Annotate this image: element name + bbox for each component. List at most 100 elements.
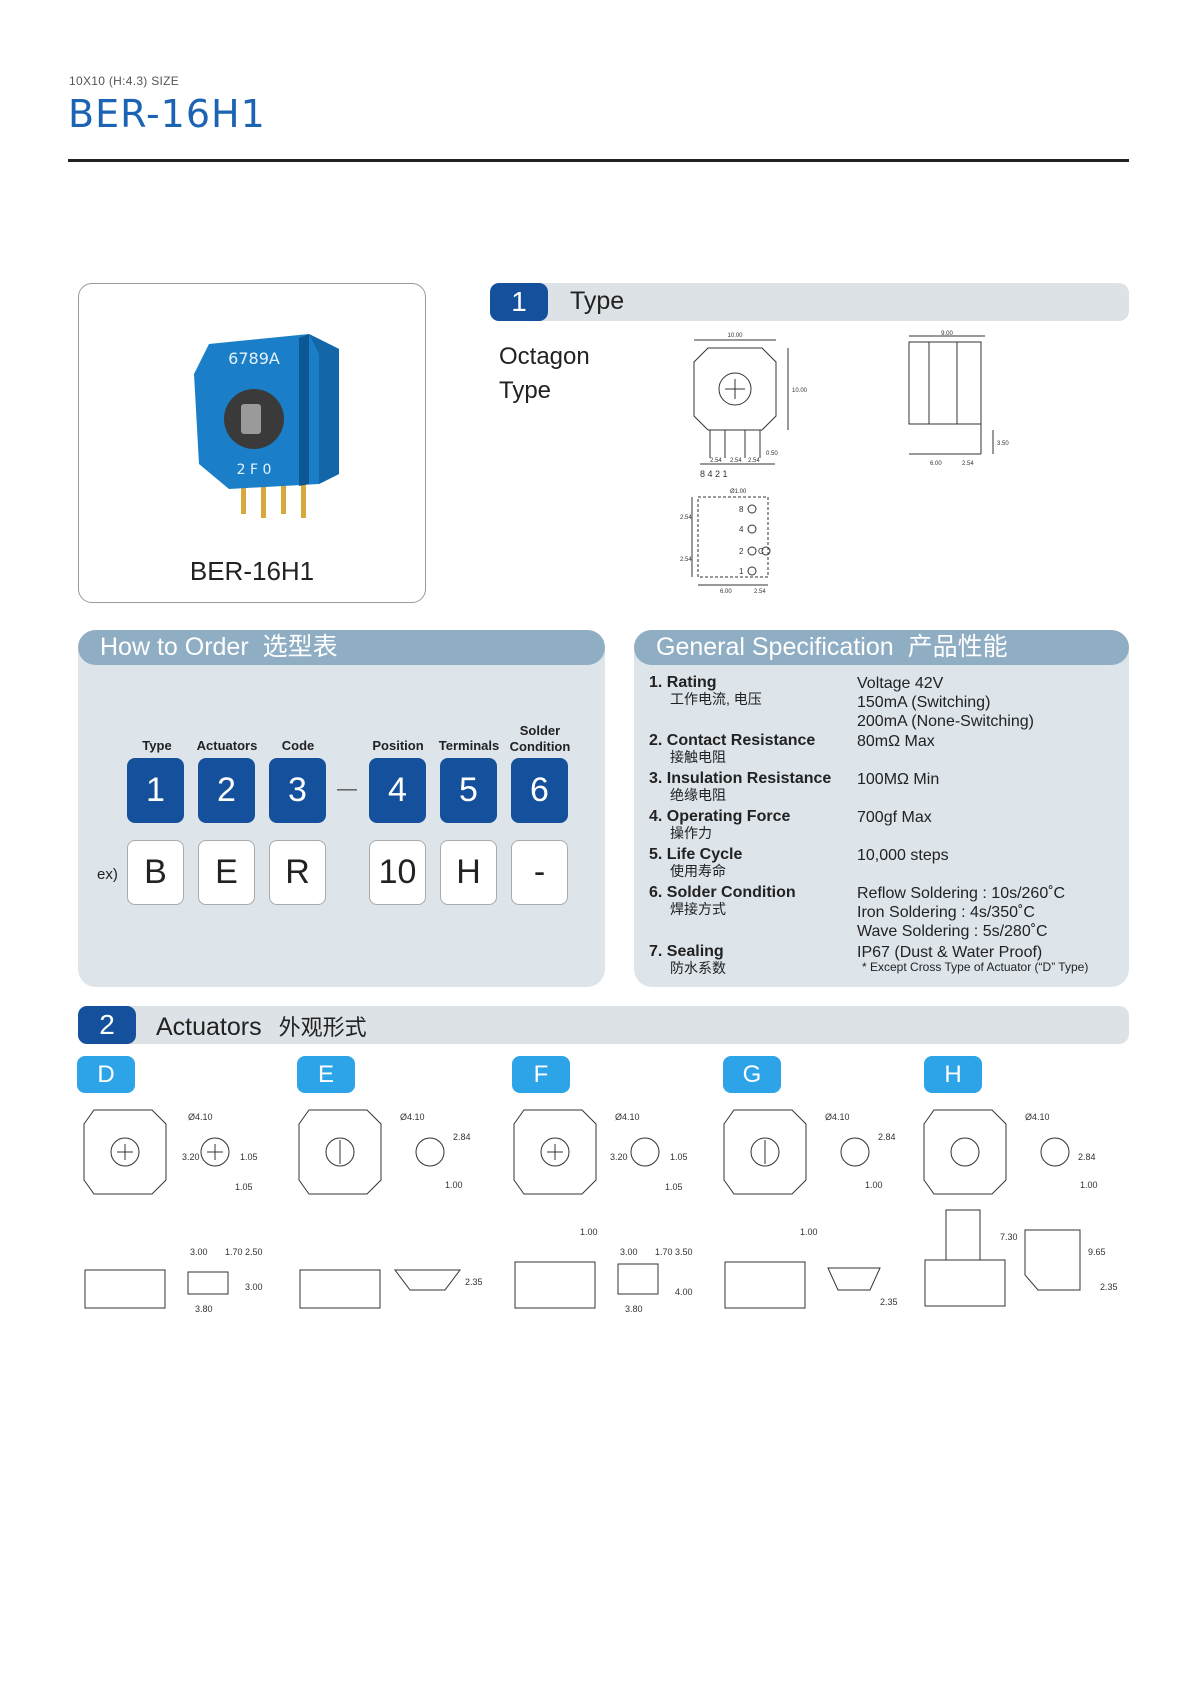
spec-value: 150mA (Switching) bbox=[857, 694, 991, 711]
spec-name-cn: 防水系数 bbox=[670, 960, 726, 976]
order-label-position: Position bbox=[372, 738, 424, 753]
spec-value: 10,000 steps bbox=[857, 847, 949, 864]
photo-caption: BER-16H1 bbox=[189, 556, 315, 586]
dim-label: 1.70 bbox=[655, 1247, 673, 1257]
dim-label: 2.35 bbox=[1100, 1282, 1118, 1292]
dim-label: Ø4.10 bbox=[825, 1112, 850, 1122]
dim-label: 3.00 bbox=[620, 1247, 638, 1257]
section-title-cn: 外观形式 bbox=[278, 1015, 367, 1040]
pcb-pin-8: 8 bbox=[739, 505, 744, 514]
spec-value: Reflow Soldering : 10s/260˚C bbox=[857, 885, 1066, 902]
spec-value: Wave Soldering : 5s/280˚C bbox=[857, 923, 1048, 940]
pcb-pin-2: 2 bbox=[739, 547, 744, 556]
hole-dim: Ø1.00 bbox=[730, 489, 747, 495]
side-h-dim: 3.50 bbox=[997, 441, 1009, 447]
spec-value: IP67 (Dust & Water Proof) bbox=[857, 944, 1043, 961]
pcb-pin-c: C bbox=[758, 547, 764, 556]
spec-values: IP67 (Dust & Water Proof) bbox=[857, 943, 1042, 962]
dim-label: 3.50 bbox=[675, 1247, 693, 1257]
actuator-e-drawing: Ø4.10 2.84 1.00 2.35 bbox=[298, 1109, 483, 1309]
dim-label: 3.20 bbox=[610, 1152, 628, 1162]
side-a-dim: 6.00 bbox=[930, 461, 942, 467]
dim-label: 3.20 bbox=[182, 1152, 200, 1162]
front-width-dim: 10.00 bbox=[727, 333, 743, 339]
order-dash: — bbox=[337, 778, 357, 800]
section-title-en: Actuators bbox=[156, 1013, 262, 1041]
example-box-4: 10 bbox=[369, 840, 426, 905]
spec-name: 3. Insulation Resistance bbox=[649, 770, 832, 787]
actuator-h-drawing: Ø4.10 2.84 1.00 7.30 9.65 2.35 bbox=[923, 1109, 1118, 1307]
type-name-line2: Type bbox=[499, 377, 552, 404]
front-height-dim: 10.00 bbox=[792, 388, 808, 394]
dim-label: 2.35 bbox=[880, 1297, 898, 1307]
actuator-tag-h: H bbox=[924, 1056, 982, 1093]
front-dims-pitch-2: 2.54 bbox=[730, 458, 742, 464]
section-number: 1 bbox=[490, 283, 548, 321]
order-code-box-6: 6 bbox=[511, 758, 568, 823]
spec-value: 700gf Max bbox=[857, 809, 932, 826]
dim-label: Ø4.10 bbox=[188, 1112, 213, 1122]
spec-heading-cn: 产品性能 bbox=[907, 633, 1008, 661]
dim-label: 1.00 bbox=[865, 1180, 883, 1190]
spec-name: 7. Sealing bbox=[649, 943, 724, 960]
section-title: Actuators 外观形式 bbox=[156, 1010, 367, 1042]
spec-name-cn: 工作电流, 电压 bbox=[670, 691, 762, 707]
front-pin-labels: 8 4 2 1 bbox=[700, 469, 728, 479]
dim-label: 2.35 bbox=[465, 1277, 483, 1287]
spec-values: Reflow Soldering : 10s/260˚C Iron Solder… bbox=[857, 884, 1065, 941]
dim-label: 3.00 bbox=[190, 1247, 208, 1257]
example-box-5: H bbox=[440, 840, 497, 905]
section-number: 2 bbox=[78, 1006, 136, 1044]
pcb-layout-drawing: Ø1.00 6.00 2.54 2.54 2.54 8 4 2 C 1 bbox=[680, 489, 771, 595]
model-title: BER-16H1 bbox=[68, 92, 266, 136]
spec-value: Iron Soldering : 4s/350˚C bbox=[857, 904, 1035, 921]
pcb-c-dim: 2.54 bbox=[680, 515, 692, 521]
pin-width-dim: 0.50 bbox=[766, 451, 778, 457]
pcb-pin-4: 4 bbox=[739, 525, 744, 534]
front-dims-pitch-3: 2.54 bbox=[748, 458, 760, 464]
order-code-box-3: 3 bbox=[269, 758, 326, 823]
spec-values: Voltage 42V 150mA (Switching) 200mA (Non… bbox=[857, 674, 1034, 731]
side-b-dim: 2.54 bbox=[962, 461, 974, 467]
dim-label: 1.00 bbox=[580, 1227, 598, 1237]
actuator-g-drawing: Ø4.10 2.84 1.00 1.00 2.35 bbox=[723, 1109, 898, 1309]
dim-label: 1.05 bbox=[240, 1152, 258, 1162]
section-title: Type bbox=[570, 287, 625, 315]
spec-value: 80mΩ Max bbox=[857, 733, 935, 750]
spec-values: 80mΩ Max bbox=[857, 732, 935, 751]
spec-name-cn: 接触电阻 bbox=[670, 749, 726, 765]
product-photo-card: 6789A 2 F 0 BER-16H1 bbox=[78, 283, 426, 603]
dim-label: Ø4.10 bbox=[1025, 1112, 1050, 1122]
spec-value: 100MΩ Min bbox=[857, 771, 940, 788]
dim-label: 1.05 bbox=[235, 1182, 253, 1192]
dim-label: 1.00 bbox=[800, 1227, 818, 1237]
header-divider bbox=[68, 159, 1129, 162]
type-name-line1: Octagon bbox=[499, 343, 590, 370]
dim-label: 1.00 bbox=[1080, 1180, 1098, 1190]
spec-name-cn: 绝缘电阻 bbox=[670, 787, 726, 803]
order-label-type: Type bbox=[142, 738, 172, 753]
actuator-tag-f: F bbox=[512, 1056, 570, 1093]
dim-label: 9.65 bbox=[1088, 1247, 1106, 1257]
spec-name: 4. Operating Force bbox=[649, 808, 791, 825]
svg-text:2 F 0: 2 F 0 bbox=[237, 462, 272, 478]
example-label: ex) bbox=[97, 866, 118, 883]
order-label-code: Code bbox=[281, 738, 315, 753]
dim-label: 2.84 bbox=[453, 1132, 471, 1142]
actuator-d-drawing: Ø4.10 3.20 1.05 1.05 3.00 1.70 2.50 3.00… bbox=[83, 1109, 263, 1314]
pcb-pin-1: 1 bbox=[739, 567, 744, 576]
order-heading-cn: 选型表 bbox=[262, 633, 338, 661]
spec-values: 10,000 steps bbox=[857, 846, 949, 865]
spec-name-cn: 使用寿命 bbox=[670, 863, 726, 879]
example-box-3: R bbox=[269, 840, 326, 905]
example-box-1: B bbox=[127, 840, 184, 905]
spec-name-cn: 焊接方式 bbox=[670, 901, 726, 917]
side-view-drawing: 9.00 6.00 2.54 3.50 bbox=[908, 331, 1009, 467]
spec-value: Voltage 42V bbox=[857, 675, 944, 692]
dim-label: 4.00 bbox=[675, 1287, 693, 1297]
section-actuators-bar: 2 Actuators 外观形式 bbox=[78, 1006, 1129, 1044]
actuator-tag-e: E bbox=[297, 1056, 355, 1093]
front-dims-pitch: 2.54 bbox=[710, 458, 722, 464]
example-box-2: E bbox=[198, 840, 255, 905]
